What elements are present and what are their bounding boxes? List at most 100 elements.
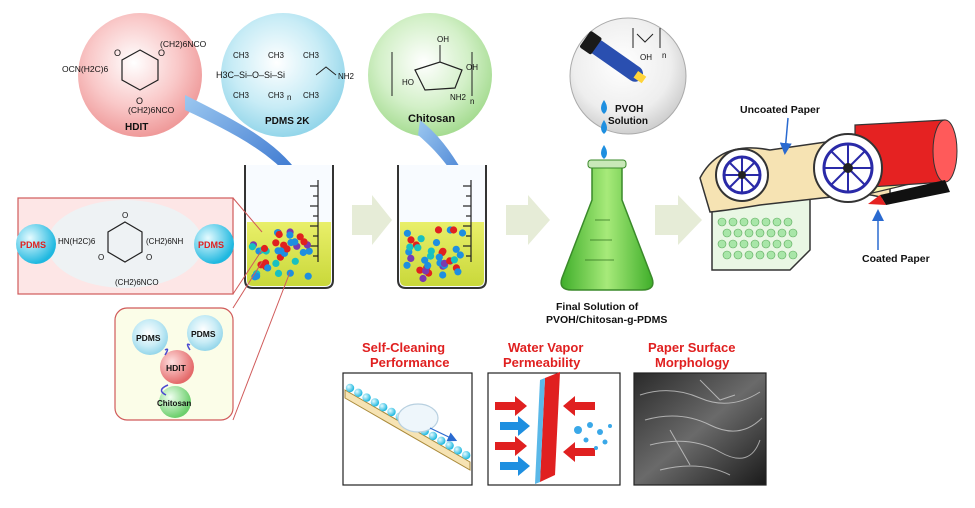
schematic-connector-1 — [232, 261, 263, 309]
tray-particle — [744, 250, 754, 260]
final-solution-line1: Final Solution of — [556, 301, 639, 313]
beaker-2-particles — [403, 226, 467, 283]
tray-particle — [783, 239, 793, 249]
particle — [452, 245, 460, 253]
schematic-connector-2 — [232, 271, 291, 421]
coated-paper-label: Coated Paper — [862, 253, 930, 265]
tray-particle — [717, 239, 727, 249]
svg-text:O: O — [146, 253, 152, 262]
particle — [403, 261, 411, 269]
property-1-line1: Self-Cleaning — [362, 340, 445, 355]
particle — [419, 274, 427, 283]
tray-particle — [750, 217, 760, 227]
particle — [275, 230, 283, 239]
surface-nanoparticle — [345, 383, 355, 393]
tray-particle — [761, 217, 771, 227]
erlenmeyer-flask — [560, 159, 654, 291]
inset-pdms-right: PDMS — [198, 240, 224, 250]
particle — [454, 268, 462, 276]
particle — [305, 247, 313, 255]
particle — [296, 233, 304, 241]
particle — [272, 259, 280, 267]
final-solution-line2: PVOH/Chitosan-g-PDMS — [546, 314, 667, 326]
hdit-label: HDIT — [125, 122, 148, 133]
inset-bottom-chain: (CH2)6NCO — [115, 278, 159, 287]
flow-arrow-1 — [352, 195, 392, 245]
surface-nanoparticle — [387, 407, 396, 417]
tray-particle — [783, 217, 793, 227]
pvoh-label-line2: Solution — [608, 116, 648, 127]
tray-particle — [772, 239, 782, 249]
particle — [422, 267, 430, 275]
hdit-formula-right: (CH2)6NCO — [160, 39, 207, 49]
particle — [458, 229, 467, 237]
chitosan-oh-top: OH — [437, 35, 449, 44]
tray-particle — [788, 228, 798, 238]
tray-particle — [733, 228, 743, 238]
schematic-chitosan: Chitosan — [157, 399, 191, 408]
tray-particle — [744, 228, 754, 238]
pdms-methyl-top-3: CH3 — [303, 51, 320, 60]
surface-nanoparticle — [445, 441, 454, 450]
beaker-2 — [397, 165, 487, 289]
particle — [299, 248, 307, 257]
pdms-methyl-bot-3: CH3 — [303, 91, 320, 100]
svg-text:O: O — [98, 253, 104, 262]
pdms-methyl-top-1: CH3 — [233, 51, 250, 60]
particle — [260, 244, 269, 253]
pvoh-molecule: OH n PVOH Solution — [569, 17, 687, 135]
pdms-end-group: NH2 — [338, 72, 355, 81]
property-3-line1: Paper Surface — [648, 340, 735, 355]
tray-particles — [717, 217, 798, 260]
particle — [264, 264, 272, 272]
particle — [403, 229, 411, 237]
water-vapor-panel — [487, 372, 621, 486]
particle — [274, 247, 282, 255]
particle — [434, 226, 443, 234]
hdit-formula-left: OCN(H2C)6 — [62, 64, 109, 74]
tray-particle — [728, 239, 738, 249]
inset-connector-2 — [232, 249, 263, 295]
particle — [274, 269, 283, 277]
test-tube-icon — [580, 31, 647, 84]
tray-particle — [761, 239, 771, 249]
particle — [248, 243, 256, 251]
tray-particle — [777, 250, 787, 260]
flow-arrow-2 — [506, 195, 550, 245]
tray-particle — [750, 239, 760, 249]
chitosan-ho: HO — [402, 78, 414, 87]
hdit-formula-bottom: (CH2)6NCO — [128, 105, 175, 115]
particle — [300, 238, 308, 246]
pdms-molecule: H3C–Si–O–Si–Si CH3 CH3 CH3 CH3 CH3 CH3 n… — [216, 13, 355, 137]
tray-particle — [755, 228, 765, 238]
particle — [456, 251, 464, 259]
schematic-pdms-b: PDMS — [191, 329, 216, 339]
surface-nanoparticle — [453, 446, 463, 455]
pdms-methyl-bot-1: CH3 — [233, 91, 250, 100]
vapor-arrows — [495, 396, 595, 476]
tray-particle — [739, 239, 749, 249]
property-1-line2: Performance — [370, 355, 449, 370]
tray-particle — [717, 217, 727, 227]
pdms-methyl-top-2: CH3 — [268, 51, 285, 60]
tray-particle — [766, 250, 776, 260]
surface-nanoparticle — [370, 398, 380, 407]
pvoh-label-line1: PVOH — [615, 104, 643, 115]
particle — [450, 256, 458, 264]
uncoated-paper-label: Uncoated Paper — [740, 104, 820, 116]
schematic-pdms-a: PDMS — [136, 333, 161, 343]
pdms-repeat: n — [287, 93, 291, 102]
particle — [439, 271, 447, 279]
surface-nanoparticle — [354, 388, 363, 397]
tray-particle — [739, 217, 749, 227]
tray-particle — [766, 228, 776, 238]
inset-connector-1 — [232, 197, 263, 233]
tray-particle — [755, 250, 765, 260]
chitosan-label: Chitosan — [408, 113, 455, 125]
self-cleaning-panel — [342, 372, 473, 486]
svg-text:O: O — [158, 48, 165, 58]
inset-structure: PDMS PDMS O O O HN(H2C)6 (CH2)6NH (CH2)6… — [16, 197, 234, 295]
particle — [283, 245, 291, 253]
tray-particle — [772, 217, 782, 227]
